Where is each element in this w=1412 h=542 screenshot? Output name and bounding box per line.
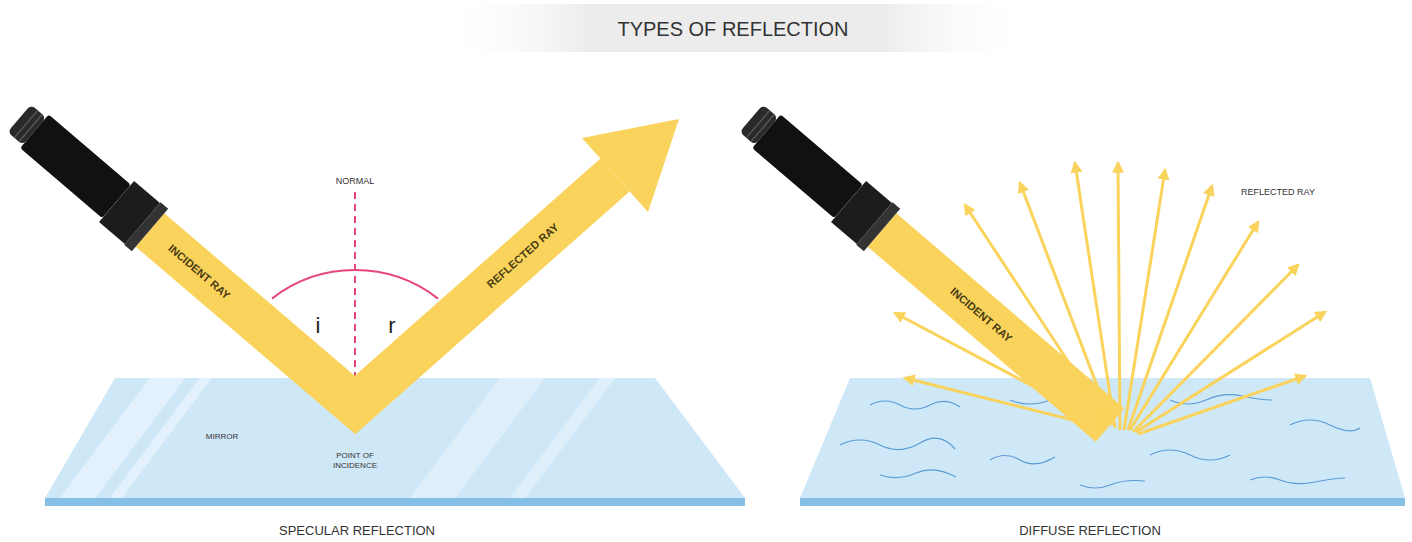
beam-arrowhead	[582, 119, 679, 212]
normal-label: NORMAL	[336, 176, 375, 187]
flashlight-cap	[8, 105, 47, 145]
roughness-line	[1150, 450, 1230, 460]
roughness-line	[840, 438, 955, 449]
scattered-rays	[895, 163, 1325, 434]
flashlight-body	[20, 115, 131, 219]
reflected-ray	[1124, 170, 1165, 430]
reflected-ray	[905, 378, 1105, 428]
roughness-line	[1080, 481, 1145, 489]
reflected-ray	[1118, 163, 1120, 430]
reflected-ray	[1075, 163, 1115, 428]
flashlight-cap	[740, 105, 779, 145]
surface-edge	[800, 498, 1405, 506]
ray-label: REFLECTED RAY	[1241, 187, 1315, 198]
flashlight-body	[752, 115, 863, 219]
panel-caption: SPECULAR REFLECTION	[279, 523, 435, 539]
reflected-ray	[1136, 312, 1325, 432]
ray-label: INCIDENT RAY	[165, 242, 232, 302]
light-beam	[150, 175, 615, 405]
reflected-ray	[1020, 183, 1112, 425]
angle-arc	[272, 270, 438, 299]
mirror-glare	[110, 378, 212, 498]
angle-label: r	[388, 313, 395, 339]
roughness-line	[990, 456, 1055, 464]
ray-label: INCIDENT RAY	[947, 285, 1014, 345]
surface-label: MIRROR	[206, 432, 238, 442]
roughness-line	[880, 470, 956, 478]
mirror-edge	[45, 498, 745, 506]
reflected-ray	[1138, 376, 1305, 434]
flashlight-ridge	[14, 110, 37, 137]
diagram-title: TYPES OF REFLECTION	[617, 17, 848, 41]
roughness-line	[870, 401, 960, 409]
title-band	[440, 4, 1030, 52]
roughness-line	[1250, 477, 1345, 484]
point-label: POINT OF INCIDENCE	[316, 451, 394, 470]
roughness-line	[1290, 420, 1360, 431]
flashlight	[1, 97, 168, 251]
mirror-glare	[510, 378, 615, 498]
ray-label: REFLECTED RAY	[484, 221, 561, 291]
flashlight	[733, 97, 900, 251]
angle-label: i	[316, 313, 321, 339]
flashlight-ridge	[746, 110, 769, 137]
panel-caption: DIFFUSE REFLECTION	[1019, 523, 1161, 539]
